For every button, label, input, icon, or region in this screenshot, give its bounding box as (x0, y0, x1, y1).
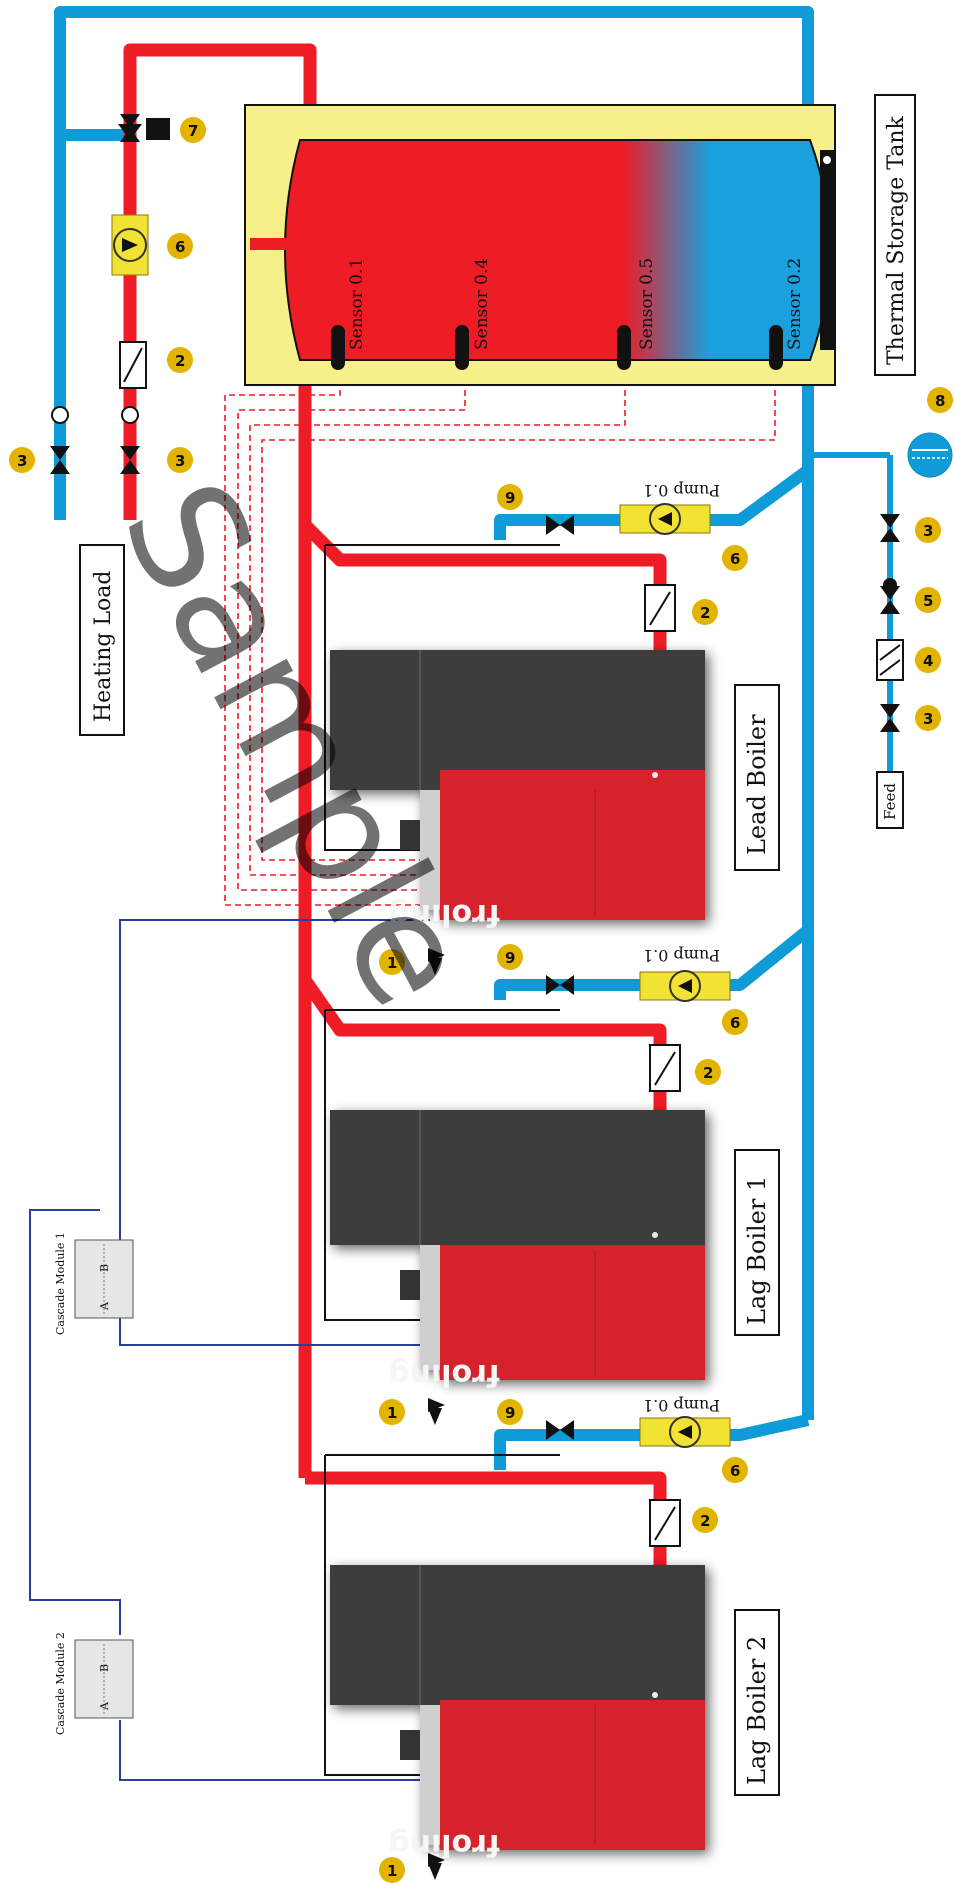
callout-4: 4 (915, 647, 941, 673)
svg-text:8: 8 (935, 392, 945, 410)
svg-text:3: 3 (923, 710, 933, 728)
callout-3-supply: 3 (167, 447, 193, 473)
lag-boiler-1-label-box: Lag Boiler 1 (734, 1149, 780, 1336)
callout-6-load: 6 (167, 233, 193, 259)
lag-boiler-1-label: Lag Boiler 1 (743, 1176, 771, 1325)
svg-text:6: 6 (730, 1014, 740, 1032)
svg-text:1: 1 (387, 1404, 397, 1422)
callout-1-lag1: 1 (379, 1399, 405, 1425)
svg-text:9: 9 (505, 1404, 515, 1422)
cascade-module-1-port-a: A (98, 1301, 111, 1311)
svg-text:2: 2 (703, 1064, 713, 1082)
lag-boiler-1 (330, 1110, 705, 1380)
load-isolation-valves-3 (50, 406, 140, 474)
heating-load-label: Heating Load (91, 571, 116, 723)
callout-2-lead: 2 (692, 599, 718, 625)
callout-3-feed-bottom: 3 (915, 705, 941, 731)
callout-7: 7 (180, 117, 206, 143)
cascade-module-1-port-b: B (98, 1264, 111, 1272)
feed-label: Feed (881, 783, 899, 820)
mixing-valve-7 (118, 114, 170, 142)
callout-8: 8 (927, 387, 953, 413)
cascade-module-1-label: Cascade Module 1 (54, 1232, 67, 1335)
load-pump-6 (111, 214, 149, 276)
svg-text:2: 2 (175, 352, 185, 370)
callout-markers: 7 6 2 3 3 8 3 5 4 3 9 6 2 1 9 6 2 1 9 6 … (9, 117, 953, 1883)
svg-text:2: 2 (700, 1512, 710, 1530)
svg-text:6: 6 (730, 550, 740, 568)
tank-label-box: Thermal Storage Tank (874, 94, 916, 376)
lead-pump (619, 503, 711, 535)
load-thermometer-2 (119, 341, 147, 389)
callout-2-lag1: 2 (695, 1059, 721, 1085)
svg-text:6: 6 (175, 238, 185, 256)
svg-text:1: 1 (387, 1862, 397, 1880)
lag-boiler-2-label: Lag Boiler 2 (743, 1636, 771, 1785)
svg-text:2: 2 (700, 604, 710, 622)
lag-boiler-2-label-box: Lag Boiler 2 (734, 1609, 780, 1796)
callout-2-load: 2 (167, 347, 193, 373)
tank-label: Thermal Storage Tank (884, 115, 909, 365)
sensor-label-0-1: Sensor 0.1 (347, 258, 367, 350)
lag-2-pump-label: Pump 0.1 (643, 1396, 720, 1415)
lag-boiler-2 (330, 1565, 705, 1850)
callout-6-lag1: 6 (722, 1009, 748, 1035)
lead-boiler-brand: froling (388, 897, 500, 932)
backflow-preventer-4 (876, 639, 904, 681)
cascade-module-2-port-a: A (98, 1701, 111, 1711)
svg-text:3: 3 (17, 452, 27, 470)
bypass-lines (324, 544, 560, 1776)
svg-text:6: 6 (730, 1462, 740, 1480)
callout-3-feed-top: 3 (915, 517, 941, 543)
callout-1-lag2: 1 (379, 1857, 405, 1883)
lead-boiler (330, 650, 705, 920)
feed-label-box: Feed (876, 771, 904, 829)
lead-boiler-label: Lead Boiler (743, 714, 771, 855)
callout-6-lag2: 6 (722, 1457, 748, 1483)
lag-1-pump-label: Pump 0.1 (643, 946, 720, 965)
callout-6-lead: 6 (722, 545, 748, 571)
sensor-label-0-4: Sensor 0.4 (472, 258, 492, 350)
lag-1-thermometer (649, 1044, 681, 1092)
cascade-module-2-label: Cascade Module 2 (54, 1632, 67, 1735)
sensor-label-0-5: Sensor 0.5 (637, 258, 657, 350)
callout-5: 5 (915, 587, 941, 613)
callout-3-return: 3 (9, 447, 35, 473)
lead-thermometer (644, 584, 676, 632)
lag-2-thermometer (649, 1499, 681, 1547)
lag-2-safety-valve (428, 1853, 445, 1880)
svg-text:1: 1 (387, 954, 397, 972)
lag-boiler-1-brand: froling (388, 1357, 500, 1392)
cascade-module-2-port-b: B (98, 1664, 111, 1672)
cascade-module-2: A B Cascade Module 2 (54, 1632, 134, 1735)
callout-9-lag1: 9 (497, 944, 523, 970)
lag-1-safety-valve (428, 1398, 445, 1425)
feed-valves (880, 514, 900, 732)
svg-text:9: 9 (505, 489, 515, 507)
callout-9-lag2: 9 (497, 1399, 523, 1425)
expansion-tank-8 (907, 432, 953, 478)
lag-boiler-2-brand: froling (388, 1827, 500, 1862)
svg-text:3: 3 (923, 522, 933, 540)
svg-text:9: 9 (505, 949, 515, 967)
callout-2-lag2: 2 (692, 1507, 718, 1533)
lead-boiler-label-box: Lead Boiler (734, 684, 780, 871)
lead-pump-label: Pump 0.1 (643, 481, 720, 500)
sensor-label-0-2: Sensor 0.2 (785, 258, 805, 350)
svg-text:4: 4 (923, 652, 933, 670)
svg-text:3: 3 (175, 452, 185, 470)
svg-text:7: 7 (188, 122, 198, 140)
callout-1-lead: 1 (379, 949, 405, 975)
lag-2-pump (639, 1416, 731, 1448)
callout-9-lead: 9 (497, 484, 523, 510)
thermal-storage-tank (244, 104, 836, 386)
svg-text:5: 5 (923, 592, 933, 610)
heating-load-label-box: Heating Load (79, 544, 125, 736)
cascade-module-1: A B Cascade Module 1 (54, 1232, 134, 1335)
lag-1-pump (639, 970, 731, 1002)
lead-safety-valve (428, 948, 445, 975)
tank-sensors: Sensor 0.1 Sensor 0.4 Sensor 0.5 Sensor … (331, 258, 805, 370)
